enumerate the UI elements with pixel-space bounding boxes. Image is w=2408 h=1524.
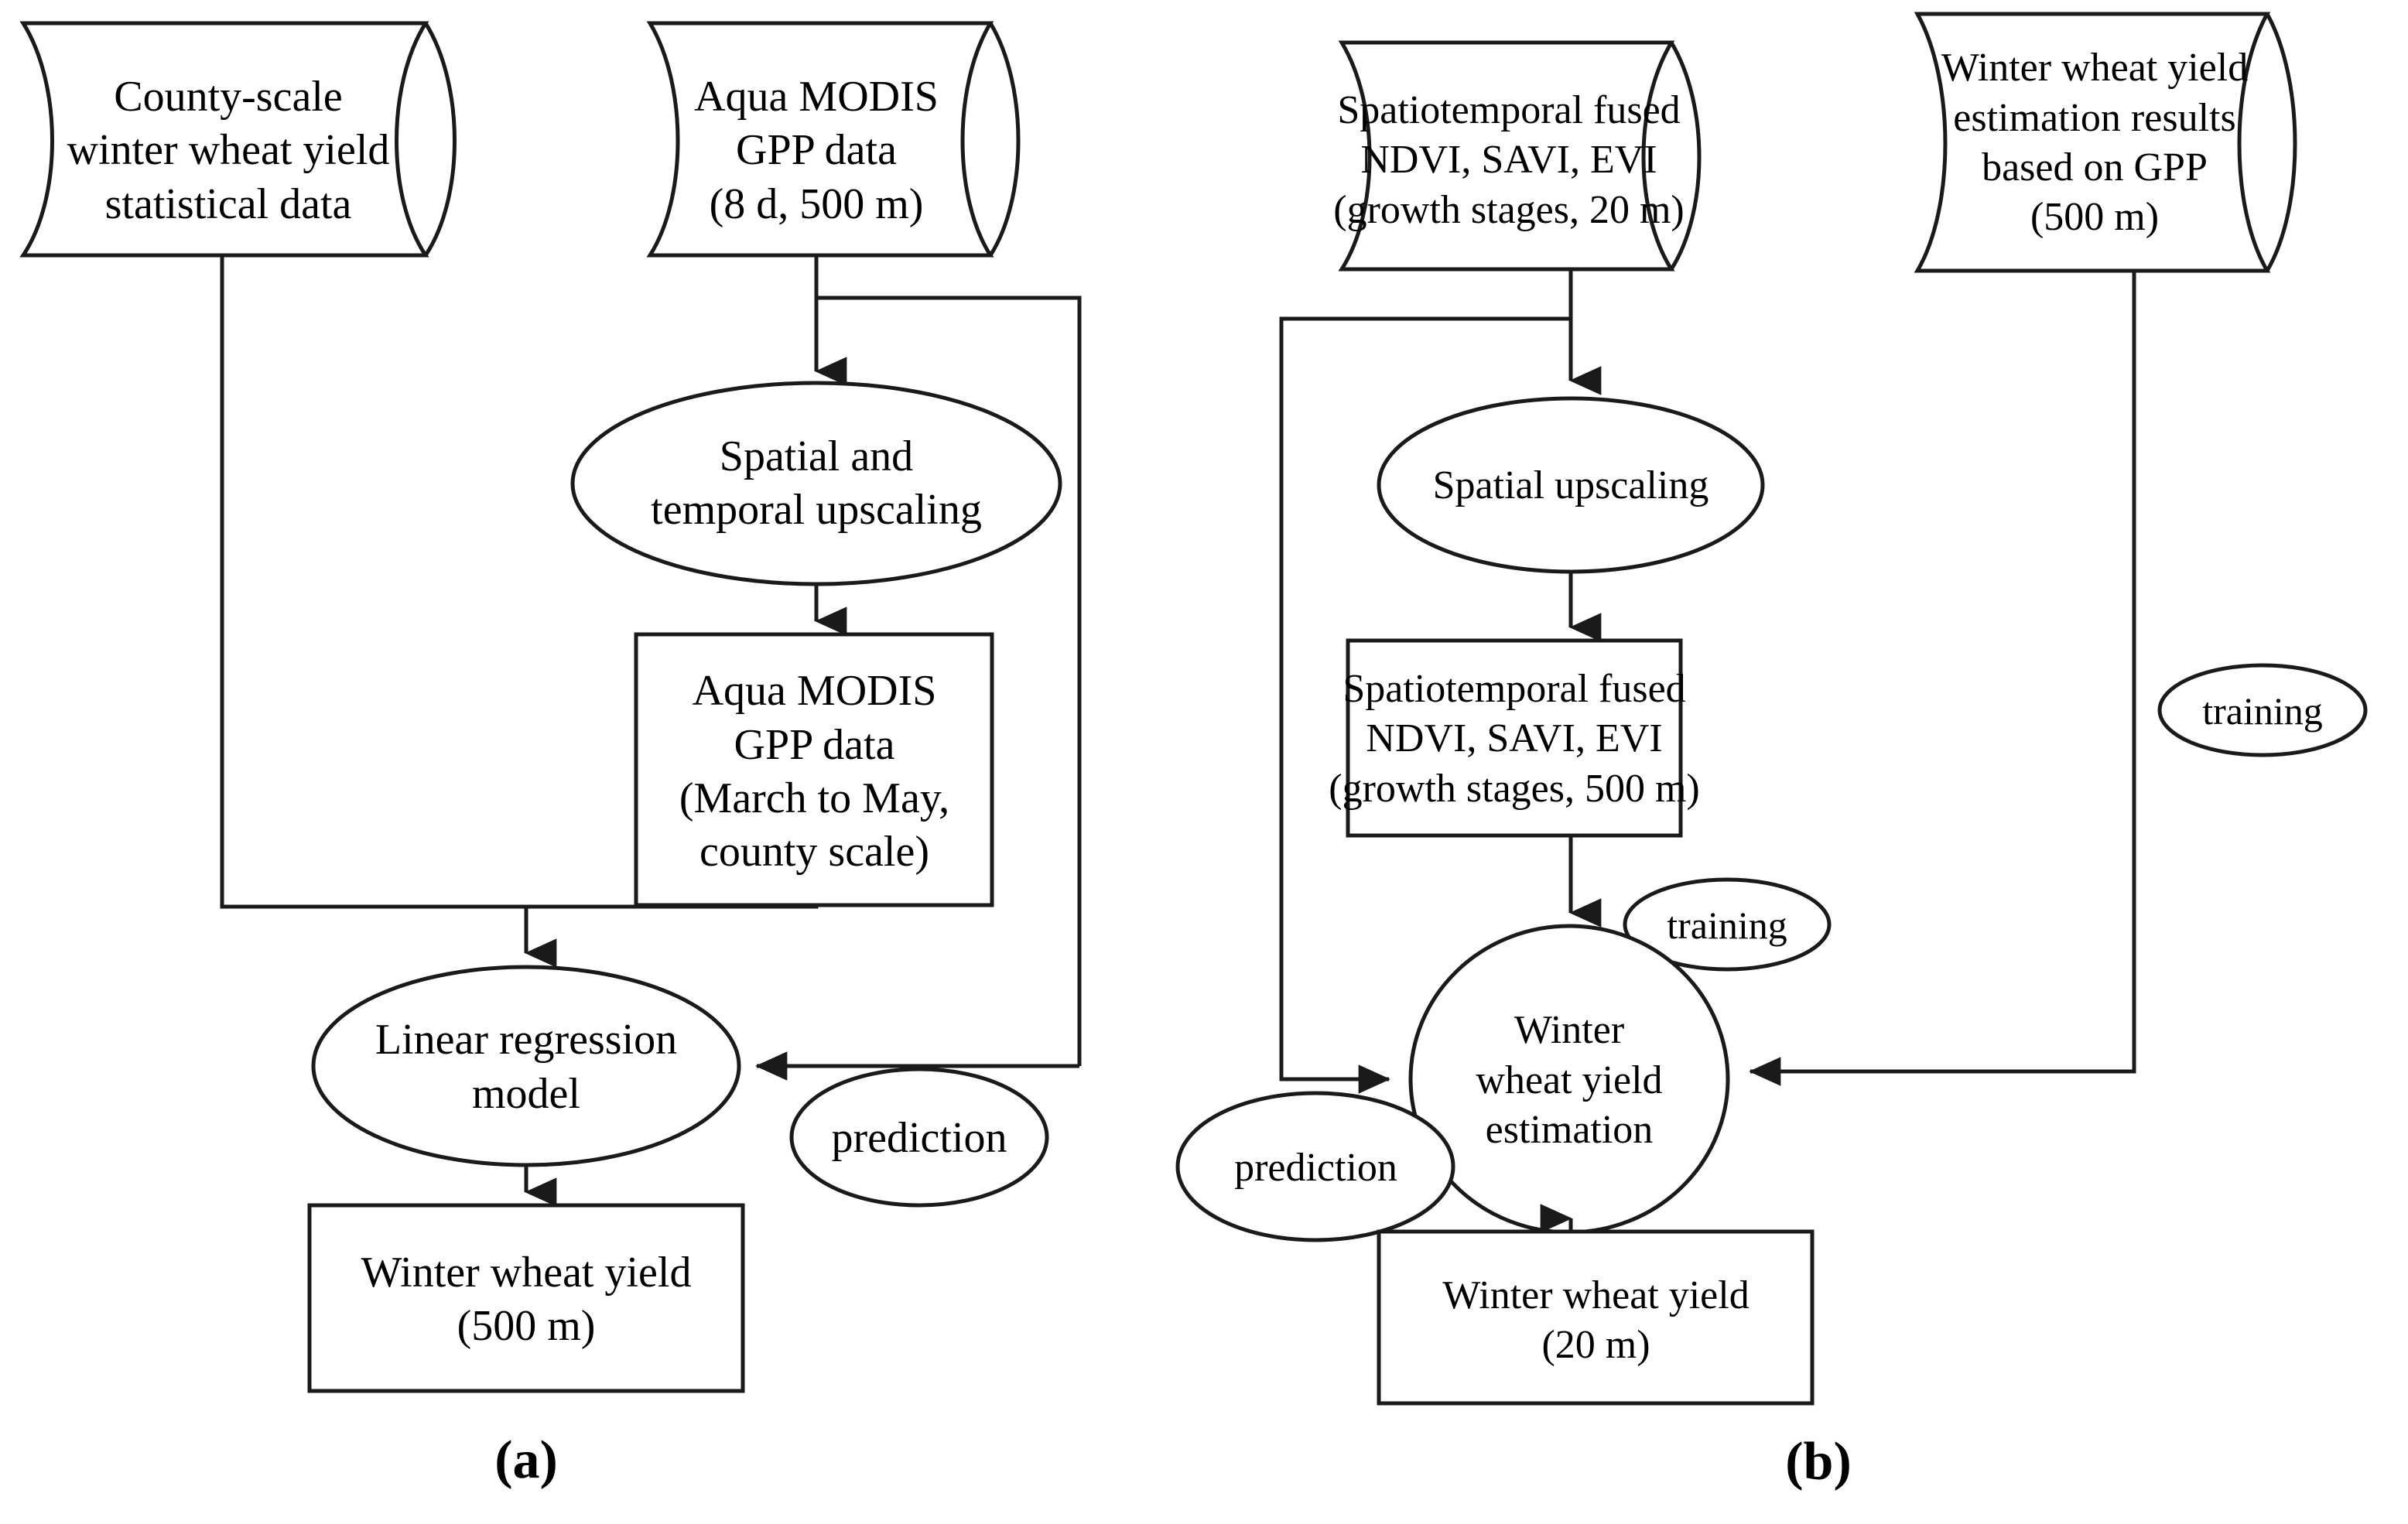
- node-a-county-data: [19, 21, 457, 258]
- node-a-output-yield: [307, 1203, 745, 1393]
- edge-a-countydata-to-linreg: [220, 255, 526, 909]
- node-a-prediction: [789, 1067, 1049, 1208]
- panel-label-b: (b): [1785, 1432, 1852, 1492]
- edge-b-gppresults-to-estimation: [1749, 271, 2136, 1086]
- edge-a-gppsource-branch-right: [816, 296, 1082, 1066]
- node-a-upscaling: [570, 381, 1062, 586]
- node-a-linear-regression: [311, 965, 741, 1167]
- panel-label-a: (a): [494, 1430, 558, 1490]
- node-b-yield-estimation: [1408, 924, 1730, 1235]
- node-b-spatial-upscaling: [1377, 396, 1765, 574]
- node-b-fused-20m: [1338, 40, 1702, 272]
- node-b-training-right: [2157, 663, 2368, 757]
- edge-b-fused20-branch-left: [1279, 316, 1571, 1094]
- node-b-output-yield: [1377, 1229, 1815, 1406]
- edge-a-gppcounty-to-linreg: [524, 904, 819, 968]
- node-b-fused-500m: [1346, 638, 1683, 838]
- node-a-gpp-county: [634, 632, 994, 907]
- node-b-gpp-results: [1914, 12, 2297, 273]
- node-a-gpp-source: [646, 21, 1021, 258]
- node-b-prediction: [1175, 1091, 1455, 1242]
- node-b-training-mid: [1623, 877, 1832, 972]
